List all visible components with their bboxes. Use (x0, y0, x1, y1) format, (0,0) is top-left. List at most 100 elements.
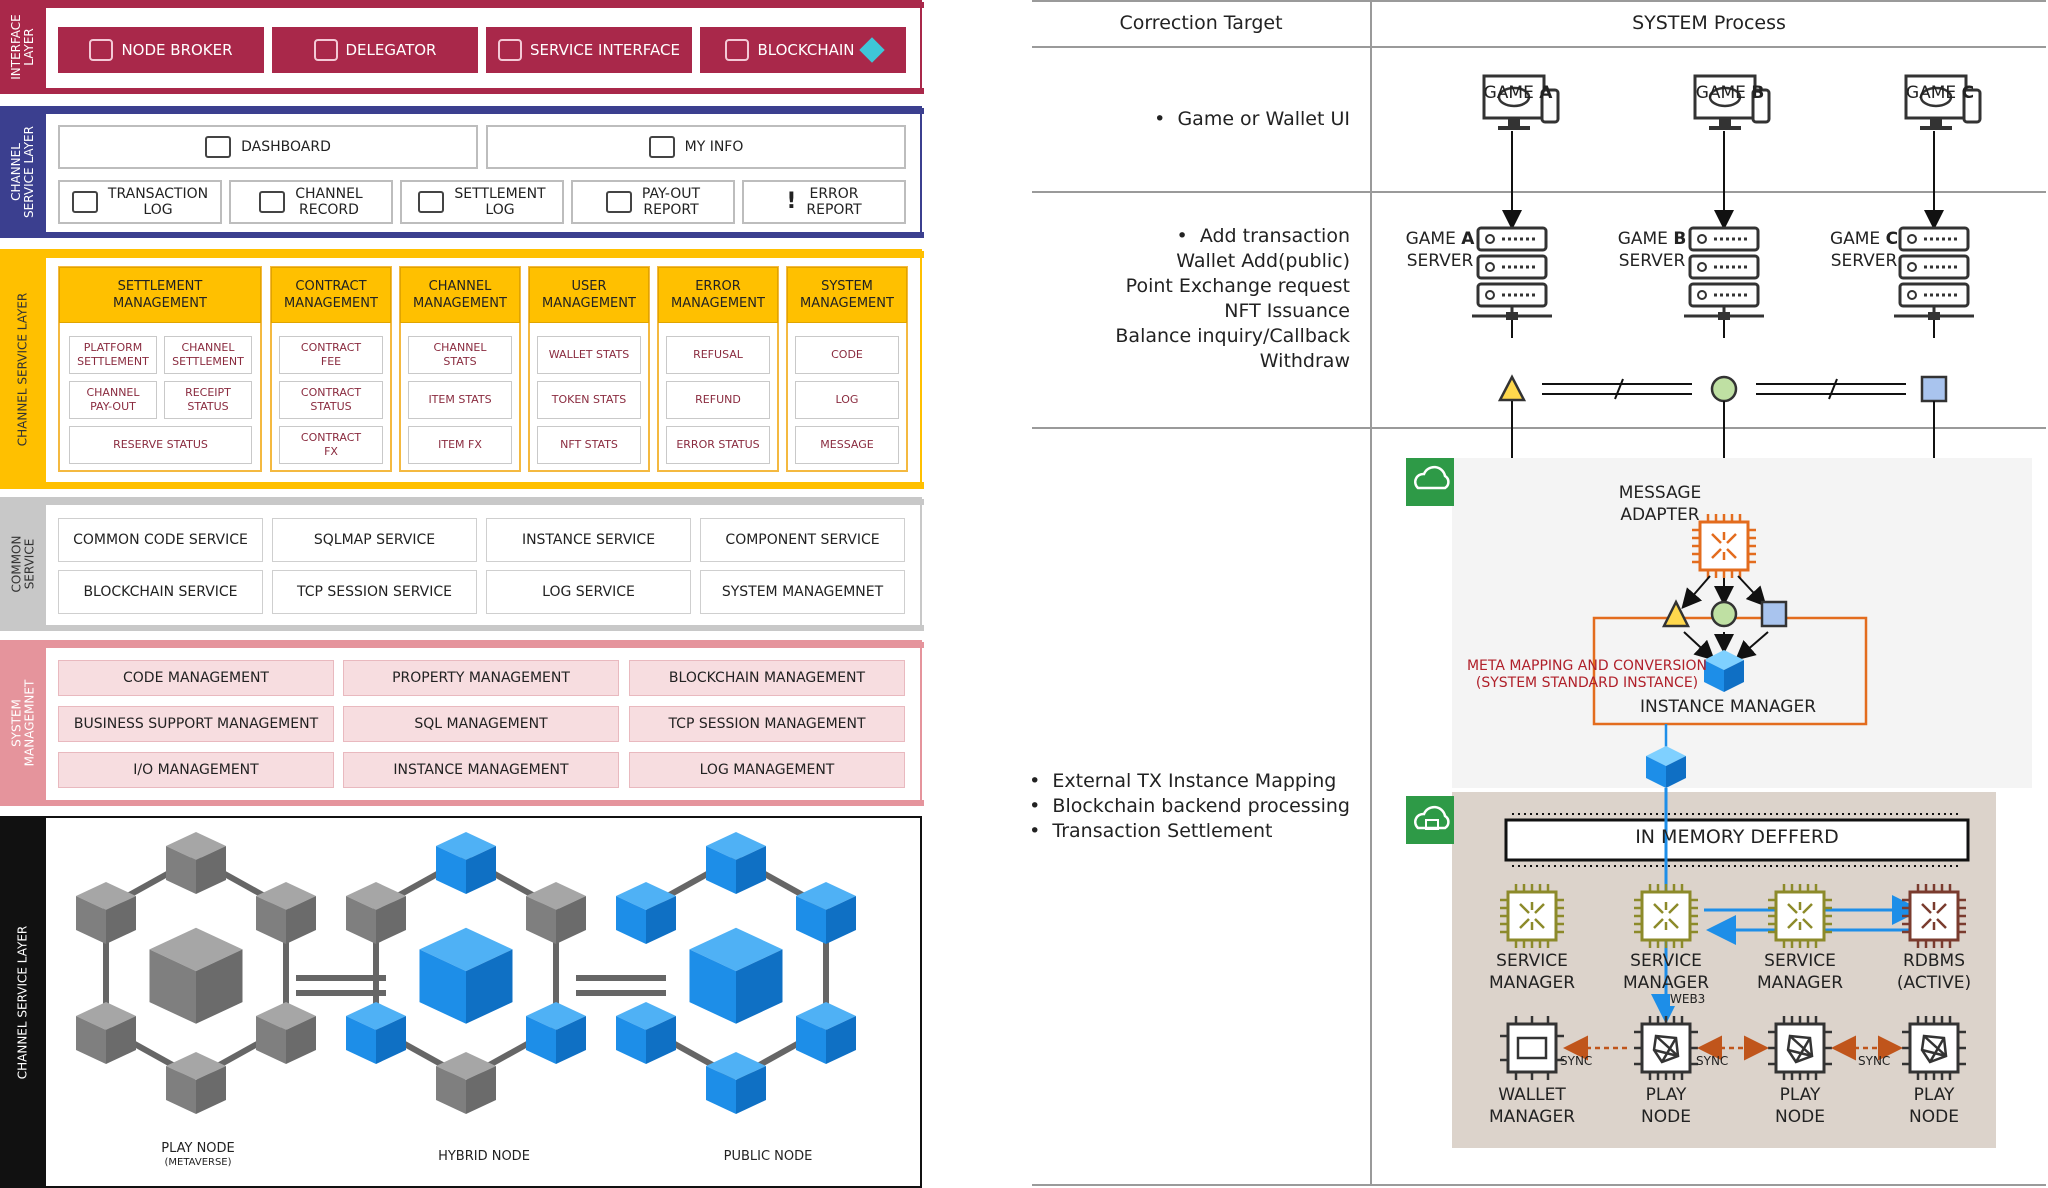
play-node-2-label: PLAY NODE (1775, 1085, 1825, 1127)
code-management[interactable]: CODE MANAGEMENT (58, 660, 334, 696)
game-a-label: GAME A (1483, 83, 1553, 103)
nft-stats-item[interactable]: NFT STATS (537, 426, 641, 464)
contract-status-item[interactable]: CONTRACT STATUS (279, 381, 383, 419)
channel-stats-item[interactable]: CHANNEL STATS (408, 336, 512, 374)
sql-management[interactable]: SQL MANAGEMENT (343, 706, 619, 742)
service-interface-button[interactable]: SERVICE INTERFACE (486, 27, 692, 73)
connector-cube-icon (1646, 746, 1686, 788)
dashboard-button[interactable]: DASHBOARD (58, 125, 478, 169)
process-flow-diagram (1406, 74, 2032, 1148)
blockchain-cube-icon (858, 37, 885, 63)
table-column-divider (1370, 0, 1372, 1186)
blockchain-management[interactable]: BLOCKCHAIN MANAGEMENT (629, 660, 905, 696)
instance-manager-label: INSTANCE MANAGER (1639, 697, 1817, 717)
service-manager-1-label: SERVICE MANAGER (1488, 951, 1576, 993)
target-row-2: • Add transaction Wallet Add(public) Poi… (1115, 225, 1350, 372)
system-management-label: SYSTEM MANAGEMNET (0, 640, 46, 806)
property-management[interactable]: PROPERTY MANAGEMENT (343, 660, 619, 696)
blockchain-service[interactable]: BLOCKCHAIN SERVICE (58, 570, 263, 614)
receipt-status-item[interactable]: RECEIPT STATUS (164, 381, 252, 419)
transaction-log-button[interactable]: TRANSACTION LOG (58, 180, 222, 224)
play-node-1-label: PLAY NODE (1641, 1085, 1691, 1127)
log-service[interactable]: LOG SERVICE (486, 570, 691, 614)
sqlmap-service[interactable]: SQLMAP SERVICE (272, 518, 477, 562)
public-node-label: PUBLIC NODE (723, 1149, 813, 1164)
item-fx-item[interactable]: ITEM FX (408, 426, 512, 464)
hybrid-node-label: HYBRID NODE (438, 1149, 530, 1164)
game-c-label: GAME C (1905, 83, 1975, 103)
meta-mapping-label: META MAPPING AND CONVERSION (SYSTEM STAN… (1466, 658, 1708, 691)
blockchain-button[interactable]: BLOCKCHAIN (700, 27, 906, 73)
channel-settlement-item[interactable]: CHANNEL SETTLEMENT (164, 336, 252, 374)
tcp-session-management[interactable]: TCP SESSION MANAGEMENT (629, 706, 905, 742)
platform-settlement-item[interactable]: PLATFORM SETTLEMENT (69, 336, 157, 374)
channel-pay-out-item[interactable]: CHANNEL PAY-OUT (69, 381, 157, 419)
sync-label-2: SYNC (1696, 1054, 1729, 1068)
web3-label: WEB3 (1670, 992, 1706, 1006)
in-memory-bar (1504, 818, 1970, 862)
target-row-3: • External TX Instance Mapping • Blockch… (1029, 770, 1350, 842)
dashboard-icon (205, 136, 232, 158)
log-management[interactable]: LOG MANAGEMENT (629, 752, 905, 788)
service-manager-2-icon (1632, 882, 1700, 950)
reserve-status-item[interactable]: RESERVE STATUS (69, 426, 252, 464)
item-stats-item[interactable]: ITEM STATS (408, 381, 512, 419)
service-manager-3-icon (1766, 882, 1834, 950)
tcp-session-service[interactable]: TCP SESSION SERVICE (272, 570, 477, 614)
transaction-log-icon (71, 191, 98, 213)
message-item[interactable]: MESSAGE (795, 426, 899, 464)
contract-fx-item[interactable]: CONTRACT FX (279, 426, 383, 464)
contract-management-header: CONTRACT MANAGEMENT (271, 267, 391, 323)
system-managemnet-service[interactable]: SYSTEM MANAGEMNET (700, 570, 905, 614)
service-interface-icon (498, 39, 523, 61)
token-stats-item[interactable]: TOKEN STATS (537, 381, 641, 419)
common-code-service[interactable]: COMMON CODE SERVICE (58, 518, 263, 562)
target-row-1: • Game or Wallet UI (1154, 108, 1350, 130)
wallet-stats-item[interactable]: WALLET STATS (537, 336, 641, 374)
refund-item[interactable]: REFUND (666, 381, 770, 419)
service-manager-2-label: SERVICE MANAGER (1622, 951, 1710, 993)
rdbms-label: RDBMS (ACTIVE) (1896, 951, 1972, 993)
service-manager-3-label: SERVICE MANAGER (1756, 951, 1844, 993)
channel-service-top-label: CHANNEL SERVICE LAYER (0, 106, 46, 238)
table-border-bottom (1032, 1184, 2046, 1186)
node-broker-button[interactable]: NODE BROKER (58, 27, 264, 73)
io-management[interactable]: I/O MANAGEMENT (58, 752, 334, 788)
component-service[interactable]: COMPONENT SERVICE (700, 518, 905, 562)
instance-service[interactable]: INSTANCE SERVICE (486, 518, 691, 562)
settlement-log-icon (418, 191, 445, 213)
error-report-button[interactable]: !ERROR REPORT (742, 180, 906, 224)
triangle-marker (1497, 374, 1527, 402)
node-network-illustration (76, 832, 856, 1114)
refusal-item[interactable]: REFUSAL (666, 336, 770, 374)
pay-out-report-button[interactable]: PAY-OUT REPORT (571, 180, 735, 224)
sync-label-1: SYNC (1560, 1054, 1593, 1068)
system-process-header: SYSTEM Process (1632, 12, 1786, 34)
instance-cube-icon (1704, 650, 1744, 692)
my-info-button[interactable]: MY INFO (486, 125, 906, 169)
error-status-item[interactable]: ERROR STATUS (666, 426, 770, 464)
code-item[interactable]: CODE (795, 336, 899, 374)
channel-management-header: CHANNEL MANAGEMENT (400, 267, 520, 323)
wallet-manager-icon (1500, 1016, 1564, 1080)
business-support-management[interactable]: BUSINESS SUPPORT MANAGEMENT (58, 706, 334, 742)
error-management-header: ERROR MANAGEMENT (658, 267, 778, 323)
message-adapter-label: MESSAGE ADAPTER (1618, 483, 1702, 525)
cloud-sync-icon (1406, 458, 1454, 506)
instance-management[interactable]: INSTANCE MANAGEMENT (343, 752, 619, 788)
settlement-management-header: SETTLEMENT MANAGEMENT (59, 267, 261, 323)
play-node-label: PLAY NODE (METAVERSE) (161, 1141, 235, 1169)
play-node-1-icon (1632, 1014, 1700, 1082)
play-node-3-label: PLAY NODE (1909, 1085, 1959, 1127)
contract-fee-item[interactable]: CONTRACT FEE (279, 336, 383, 374)
log-item[interactable]: LOG (795, 381, 899, 419)
channel-record-button[interactable]: CHANNEL RECORD (229, 180, 393, 224)
settlement-log-button[interactable]: SETTLEMENT LOG (400, 180, 564, 224)
interface-layer-label: INTERFACE LAYER (0, 0, 46, 94)
blockchain-icon (725, 39, 750, 61)
delegator-button[interactable]: DELEGATOR (272, 27, 478, 73)
sync-label-3: SYNC (1858, 1054, 1891, 1068)
